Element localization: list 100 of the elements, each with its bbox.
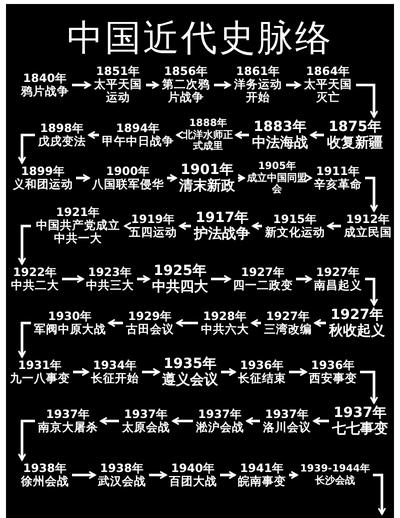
- arrow: [108, 318, 123, 328]
- event-text: 三湾改编: [264, 323, 312, 336]
- arrow: [73, 368, 89, 376]
- event-text: 新文化运动: [265, 226, 325, 240]
- event-text: 护法战争: [194, 226, 250, 242]
- event-text: 七七事变: [332, 421, 388, 438]
- arrow: [304, 174, 312, 182]
- event-text: 四一二政变: [233, 279, 293, 292]
- year-text: 1851年: [96, 65, 141, 78]
- event-text: 长征开始: [91, 372, 139, 386]
- arrow: [72, 80, 91, 90]
- event-text: 中国共产党成立中共一大: [35, 219, 121, 246]
- year-text: 1937年: [44, 408, 91, 421]
- arrow: [314, 318, 326, 328]
- year-text: 1927年: [314, 266, 361, 279]
- arrow: [221, 368, 236, 376]
- arrow: [137, 274, 150, 284]
- arrow: [214, 80, 231, 90]
- year-text: 1861年: [234, 65, 281, 78]
- event-text: 北洋水师正式成里: [183, 129, 233, 152]
- event-text: 中共三大: [86, 279, 134, 292]
- arrow: [237, 174, 245, 182]
- year-text: 1905年: [257, 160, 297, 172]
- arrow: [18, 134, 35, 164]
- year-text: 1899年: [20, 164, 66, 178]
- year-text: 1927年: [264, 310, 311, 323]
- event-text: 第二次鸦片战争: [161, 78, 211, 105]
- event-text: 收复新疆: [327, 135, 383, 152]
- event-text: 戊戌变法: [38, 135, 86, 148]
- event-text: 成立中国同盟会: [247, 172, 307, 196]
- year-text: 1931年: [16, 358, 63, 372]
- year-text: 1922年: [12, 266, 58, 279]
- arrow: [72, 470, 96, 480]
- title: 中国近代史脉络: [66, 17, 334, 61]
- year-text: 1925年: [152, 262, 208, 279]
- arrow: [360, 370, 378, 404]
- year-text: 1937年: [264, 408, 310, 421]
- arrow: [220, 470, 236, 480]
- event-text: 成立民国: [344, 226, 392, 240]
- year-text: 1923年: [86, 266, 133, 279]
- year-text: 1927年: [240, 266, 286, 279]
- event-text: 义和团运动: [13, 178, 73, 192]
- event-text: 皖南事变: [238, 475, 286, 488]
- arrow: [146, 80, 159, 90]
- year-text: 1856年: [162, 65, 209, 78]
- event-text: 九一八事变: [10, 372, 70, 386]
- arrow: [356, 84, 378, 118]
- arrow: [18, 420, 35, 461]
- arrow: [124, 222, 132, 230]
- arrow: [142, 368, 160, 376]
- event-text: 淞沪会战: [196, 421, 244, 434]
- arrow: [365, 278, 378, 306]
- event-text: 中共四大: [152, 279, 208, 296]
- arrow: [172, 416, 193, 426]
- arrow: [289, 368, 307, 376]
- arrow: [149, 470, 167, 480]
- year-text: 1928年: [202, 310, 248, 323]
- event-text: 徐州会战: [21, 475, 69, 488]
- year-text: 1894年: [114, 122, 161, 135]
- event-text: 清末新政: [179, 178, 235, 194]
- arrow: [327, 222, 341, 230]
- year-text: 1941年: [238, 462, 285, 475]
- event-text: 百团大战: [169, 475, 217, 488]
- event-text: 南昌起义: [314, 279, 362, 292]
- year-text: 1934年: [92, 358, 138, 372]
- event-text: 八国联军侵华: [92, 178, 164, 192]
- year-text: 1940年: [170, 462, 216, 475]
- event-text: 鸦片战争: [21, 85, 69, 98]
- event-text: 洋务运动开始: [233, 78, 283, 105]
- arrow: [251, 318, 261, 328]
- year-text: 1936年: [310, 358, 356, 372]
- year-text: 1939-1944年: [300, 464, 370, 475]
- year-text: 1935年: [164, 356, 218, 372]
- year-text: 1864年: [306, 65, 351, 78]
- event-text: 太原会战: [122, 421, 170, 434]
- arrow: [176, 318, 198, 328]
- event-text: 遵义会议: [162, 372, 218, 388]
- year-text: 1898年: [38, 122, 85, 135]
- arrow: [313, 416, 329, 426]
- event-text: 辛亥革命: [314, 178, 362, 192]
- year-text: 1938年: [98, 462, 145, 475]
- event-text: 南京大屠杀: [38, 421, 98, 434]
- event-text: 秋收起义: [329, 323, 385, 340]
- event-text: 五四运动: [129, 226, 177, 240]
- arrow: [246, 416, 260, 426]
- arrow: [235, 130, 249, 140]
- arrow: [76, 174, 90, 182]
- year-text: 1937年: [332, 404, 386, 421]
- year-text: 1875年: [328, 118, 382, 135]
- year-text: 1937年: [122, 408, 169, 421]
- event-text: 中共六大: [201, 323, 249, 336]
- year-text: 1912年: [344, 212, 391, 226]
- arrow: [286, 80, 301, 90]
- event-text: 长征结束: [238, 372, 286, 386]
- year-text: 1930年: [46, 310, 93, 323]
- arrow: [167, 174, 177, 182]
- arrow: [365, 176, 378, 212]
- event-text: 西安事变: [309, 372, 357, 386]
- year-text: 1938年: [22, 462, 68, 475]
- year-text: 1919年: [130, 212, 176, 226]
